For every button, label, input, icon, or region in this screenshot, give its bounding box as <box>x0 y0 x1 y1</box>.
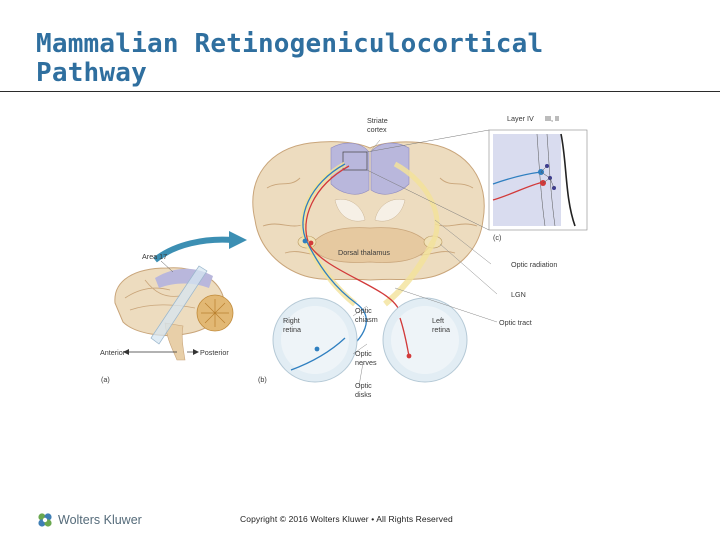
leader-lines <box>352 139 498 387</box>
label-optic-nerves-1: Optic <box>355 349 372 358</box>
label-optic-radiation: Optic radiation <box>511 260 557 269</box>
label-anterior: Anterior <box>100 348 126 357</box>
label-optic-tract: Optic tract <box>499 318 532 327</box>
label-cortex: cortex <box>367 125 387 134</box>
slide-title-line-2: Pathway <box>36 58 147 88</box>
label-right: Right <box>283 316 300 325</box>
label-area-17: Area 17 <box>142 252 167 261</box>
label-striate: Striate <box>367 116 388 125</box>
label-dorsal-thalamus: Dorsal thalamus <box>338 248 390 257</box>
slide-title: Mammalian Retinogeniculocortical Pathway <box>36 30 636 88</box>
logo-text: Wolters Kluwer <box>58 513 142 527</box>
label-optic-disks-2: disks <box>355 390 372 399</box>
pathway-illustration: Striate cortex Layer IV III, II (c) Dors… <box>100 114 588 399</box>
label-posterior: Posterior <box>200 348 229 357</box>
label-optic-disks-1: Optic <box>355 381 372 390</box>
title-divider <box>0 91 720 92</box>
label-panel-a: (a) <box>101 375 110 384</box>
label-layer-iv: Layer IV <box>507 114 534 123</box>
right-retina-eye <box>272 297 358 383</box>
label-lgn: LGN <box>511 290 526 299</box>
label-panel-c: (c) <box>493 233 501 242</box>
wolters-kluwer-logo: Wolters Kluwer <box>36 511 142 529</box>
label-panel-b: (b) <box>258 375 267 384</box>
retinogeniculocortical-figure: Striate cortex Layer IV III, II (c) Dors… <box>95 108 595 404</box>
slide-title-line-1: Mammalian Retinogeniculocortical <box>36 29 544 59</box>
label-optic-nerves-2: nerves <box>355 358 377 367</box>
label-optic-chiasm-1: Optic <box>355 306 372 315</box>
label-optic-chiasm-2: chiasm <box>355 315 378 324</box>
logo-mark-icon <box>38 513 52 527</box>
label-left-retina: retina <box>432 325 450 334</box>
label-right-retina: retina <box>283 325 301 334</box>
label-layers-iii-ii: III, II <box>545 114 559 123</box>
copyright-notice: Copyright © 2016 Wolters Kluwer • All Ri… <box>240 514 453 524</box>
sagittal-brain <box>114 231 247 361</box>
left-retina-eye <box>382 297 468 383</box>
label-left: Left <box>432 316 444 325</box>
cortical-layers-inset <box>366 129 588 231</box>
